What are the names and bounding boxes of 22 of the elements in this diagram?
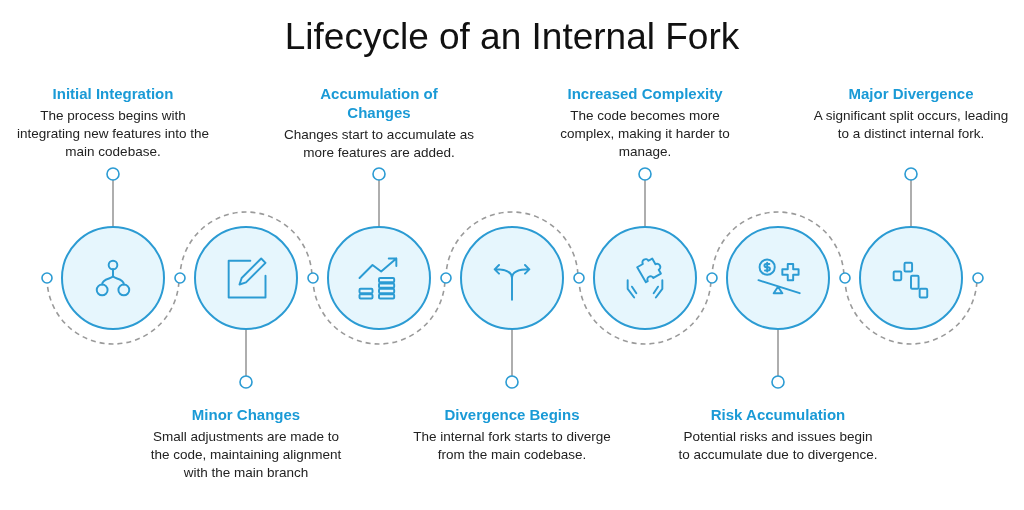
step-heading: Accumulation of Changes	[319, 84, 439, 122]
title: Lifecycle of an Internal Fork	[283, 15, 741, 59]
step-heading: Risk Accumulation	[710, 405, 846, 424]
leader-line	[771, 329, 785, 389]
step-description: The process begins with integrating new features into the main codebase.	[15, 107, 211, 161]
leader-line	[638, 167, 652, 227]
step-description: Small adjustments are made to the code, maintaining alignment with the main branch	[149, 428, 343, 482]
leader-line	[372, 167, 386, 227]
leader-line	[505, 329, 519, 389]
step-heading: Initial Integration	[52, 84, 174, 103]
step-heading: Major Divergence	[848, 84, 974, 103]
step-heading: Divergence Begins	[444, 405, 580, 424]
step-heading: Minor Changes	[191, 405, 301, 424]
step-description: The code becomes more complex, making it harder to manage.	[559, 107, 731, 161]
step-heading: Increased Complexity	[567, 84, 723, 103]
step-description: A significant split occurs, leading to a distinct internal fork.	[812, 107, 1010, 143]
step-description: Potential risks and issues begin to accumulate due to divergence.	[678, 428, 878, 464]
step-description: The internal fork starts to diverge from the main codebase.	[412, 428, 612, 464]
leader-line	[106, 167, 120, 227]
leader-line	[239, 329, 253, 389]
leader-line	[904, 167, 918, 227]
step-description: Changes start to accumulate as more features are added.	[283, 126, 475, 162]
